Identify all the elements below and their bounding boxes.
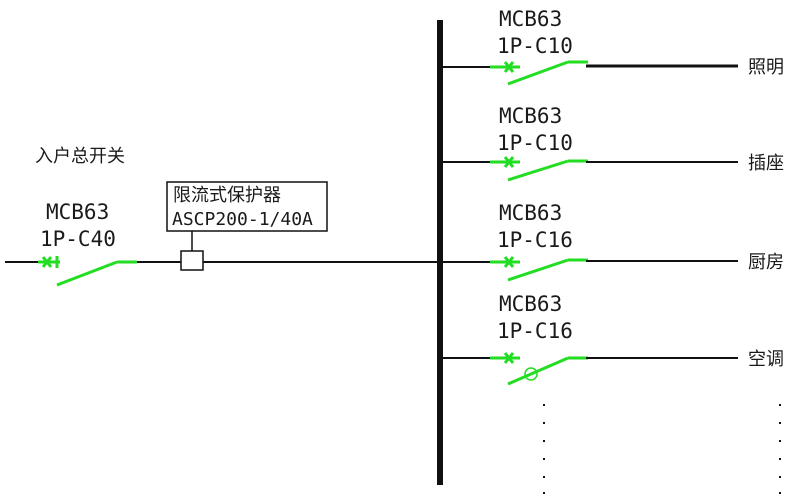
branch-4-model: MCB63 <box>499 292 562 316</box>
branch-3-load: 厨房 <box>748 252 784 273</box>
protector-model: ASCP200-1/40A <box>172 209 313 230</box>
branch-4-load: 空调 <box>748 349 784 370</box>
main-switch: 入户总开关 MCB63 1P-C40 <box>35 146 137 287</box>
continuation-dots-left <box>543 404 545 494</box>
protector-name: 限流式保护器 <box>173 185 281 206</box>
main-switch-rating: 1P-C40 <box>40 227 116 251</box>
branch-circuit-3: MCB63 1P-C16 厨房 <box>440 201 784 282</box>
branch-3-rating: 1P-C16 <box>497 228 573 252</box>
protector-box <box>180 250 204 271</box>
main-switch-model: MCB63 <box>46 200 109 224</box>
continuation-dots-right <box>779 404 781 494</box>
branch-1-model: MCB63 <box>499 7 562 31</box>
branch-2-rating: 1P-C10 <box>497 131 573 155</box>
branch-2-load: 插座 <box>748 153 784 174</box>
branch-4-rating: 1P-C16 <box>497 319 573 343</box>
branch-circuit-4: MCB63 1P-C16 空调 <box>440 292 784 386</box>
branch-4-breaker-symbol <box>490 352 588 386</box>
branch-4-rcd-icon <box>524 367 538 381</box>
branch-3-model: MCB63 <box>499 201 562 225</box>
main-switch-caption: 入户总开关 <box>35 146 125 167</box>
branch-3-breaker-symbol <box>490 256 588 282</box>
protector-label-box <box>166 181 328 232</box>
branch-2-breaker-symbol <box>490 156 588 182</box>
branch-circuit-1: MCB63 1P-C10 照明 <box>440 7 784 86</box>
main-breaker-symbol <box>38 256 137 287</box>
protector: 限流式保护器 ASCP200-1/40A <box>166 181 328 271</box>
branch-1-rating: 1P-C10 <box>497 34 573 58</box>
branch-1-breaker-symbol <box>490 60 588 86</box>
branch-2-model: MCB63 <box>499 104 562 128</box>
busbar <box>437 20 443 485</box>
branch-circuit-2: MCB63 1P-C10 插座 <box>440 104 784 182</box>
branch-1-load: 照明 <box>748 57 784 78</box>
